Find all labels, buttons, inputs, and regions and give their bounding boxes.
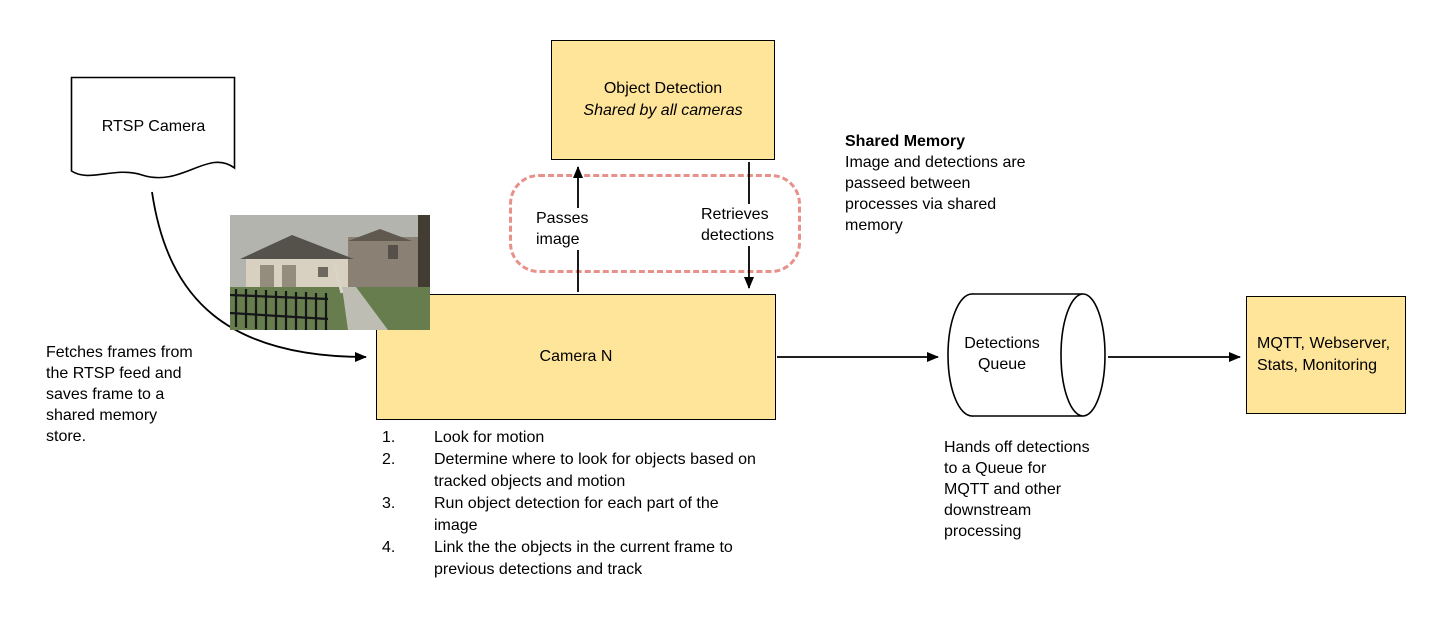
- queue-handoff-note-line: MQTT and other: [944, 481, 1062, 498]
- camera-step: Determine where to look for objects base…: [382, 449, 756, 493]
- fetch-frames-note-line: store.: [46, 428, 87, 445]
- camera-step: Link the the objects in the current fram…: [382, 537, 756, 581]
- outputs-label: MQTT, Webserver, Stats, Monitoring: [1257, 335, 1391, 374]
- fetch-frames-note-line: saves frame to a: [46, 386, 165, 403]
- camera-step: Run object detection for each part of th…: [382, 493, 756, 537]
- queue-handoff-note-line: to a Queue for: [944, 460, 1047, 477]
- camera-step-text: Look for motion: [434, 429, 545, 446]
- rtsp-camera-node: [70, 76, 236, 179]
- object-detection-subtitle: Shared by all cameras: [583, 102, 743, 119]
- outputs-node: MQTT, Webserver, Stats, Monitoring: [1246, 296, 1406, 414]
- camera-step-text: Determine where to look for objects base…: [434, 451, 756, 490]
- shared-memory-note-line: memory: [845, 217, 903, 234]
- shared-memory-note-title: Shared Memory: [845, 133, 966, 150]
- shared-memory-note-line: processes via shared: [845, 196, 997, 213]
- passes-image-label: Passes image: [534, 208, 598, 250]
- camera-n-node: Camera N: [376, 294, 776, 420]
- object-detection-node: Object Detection Shared by all cameras: [551, 40, 775, 160]
- camera-step: Look for motion: [382, 427, 756, 449]
- camera-n-label: Camera N: [539, 348, 613, 365]
- fetch-frames-note-line: shared memory: [46, 407, 158, 424]
- camera-snapshot-image: [230, 215, 430, 330]
- fetch-frames-note-line: the RTSP feed and: [46, 365, 182, 382]
- queue-handoff-note-line: processing: [944, 523, 1022, 540]
- queue-handoff-note-line: downstream: [944, 502, 1032, 519]
- shared-memory-note-line: passeed between: [845, 175, 971, 192]
- shared-memory-note-line: Image and detections are: [845, 154, 1026, 171]
- detections-queue-node: [947, 293, 1106, 417]
- fetch-frames-note: Fetches frames from the RTSP feed and sa…: [46, 342, 236, 447]
- queue-handoff-note: Hands off detections to a Queue for MQTT…: [944, 437, 1124, 542]
- object-detection-title: Object Detection: [603, 80, 723, 97]
- retrieves-detections-label: Retrieves detections: [699, 204, 787, 246]
- rtsp-camera-label: RTSP Camera: [101, 118, 206, 135]
- queue-handoff-note-line: Hands off detections: [944, 439, 1090, 456]
- detections-queue-label: Detections Queue: [964, 335, 1040, 373]
- camera-step-text: Run object detection for each part of th…: [434, 495, 719, 534]
- shared-memory-region: [509, 174, 801, 273]
- fetch-frames-note-line: Fetches frames from: [46, 344, 193, 361]
- shared-memory-note: Shared Memory Image and detections are p…: [845, 131, 1060, 236]
- camera-step-text: Link the the objects in the current fram…: [434, 539, 733, 578]
- camera-steps-list: Look for motion Determine where to look …: [382, 427, 756, 581]
